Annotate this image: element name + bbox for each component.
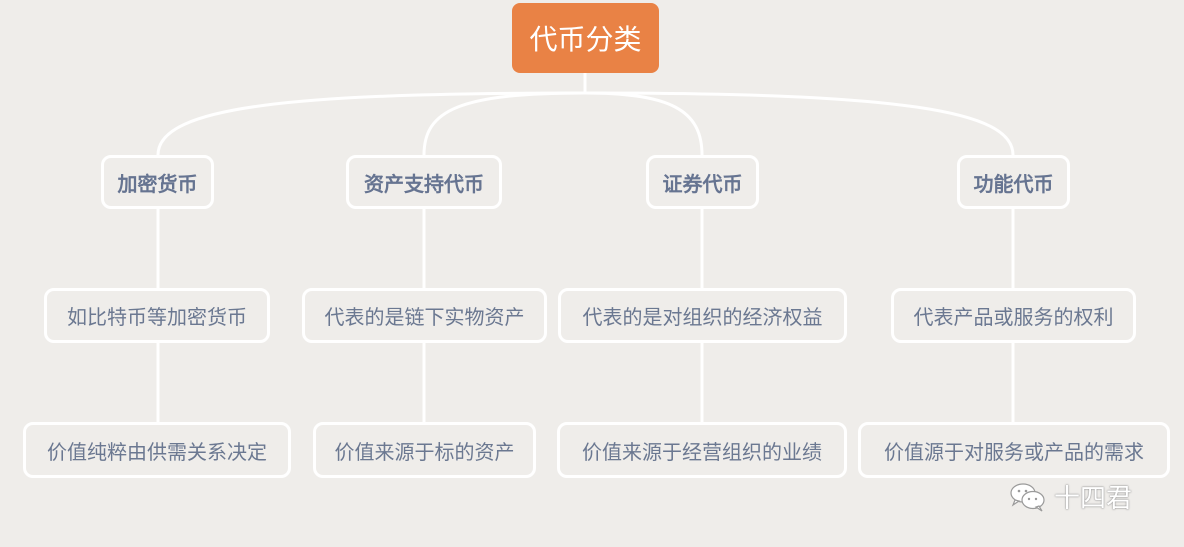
value-source-label: 价值源于对服务或产品的需求	[884, 439, 1144, 464]
value-source-node-security[interactable]: 价值来源于经营组织的业绩	[557, 422, 847, 478]
category-node-crypto[interactable]: 加密货币	[101, 155, 214, 209]
description-node-security[interactable]: 代表的是对组织的经济权益	[558, 288, 847, 343]
value-source-label: 价值来源于经营组织的业绩	[582, 439, 822, 464]
value-source-node-crypto[interactable]: 价值纯粹由供需关系决定	[23, 422, 291, 478]
wechat-icon	[1010, 482, 1045, 511]
category-label: 证券代币	[662, 171, 743, 196]
category-node-security[interactable]: 证券代币	[646, 155, 759, 209]
watermark-text: 十四君	[1054, 484, 1133, 514]
value-source-node-asset-backed[interactable]: 价值来源于标的资产	[313, 422, 536, 478]
value-source-node-utility[interactable]: 价值源于对服务或产品的需求	[858, 422, 1170, 478]
category-label: 功能代币	[973, 171, 1054, 196]
description-label: 代表的是对组织的经济权益	[582, 305, 823, 329]
description-label: 代表的是链下实物资产	[324, 305, 525, 329]
description-node-asset-backed[interactable]: 代表的是链下实物资产	[302, 288, 547, 343]
description-label: 代表产品或服务的权利	[913, 305, 1114, 329]
description-node-crypto[interactable]: 如比特币等加密货币	[44, 288, 270, 343]
description-node-utility[interactable]: 代表产品或服务的权利	[891, 288, 1136, 343]
value-source-label: 价值纯粹由供需关系决定	[47, 439, 267, 464]
watermark: 十四君	[1008, 478, 1132, 515]
category-label: 加密货币	[117, 171, 198, 196]
root-node[interactable]: 代币分类	[512, 3, 659, 73]
category-node-utility[interactable]: 功能代币	[957, 155, 1070, 209]
description-label: 如比特币等加密货币	[67, 305, 247, 329]
category-node-asset-backed[interactable]: 资产支持代币	[346, 155, 502, 209]
category-label: 资产支持代币	[364, 171, 484, 196]
root-label: 代币分类	[529, 23, 642, 56]
value-source-label: 价值来源于标的资产	[334, 439, 515, 464]
